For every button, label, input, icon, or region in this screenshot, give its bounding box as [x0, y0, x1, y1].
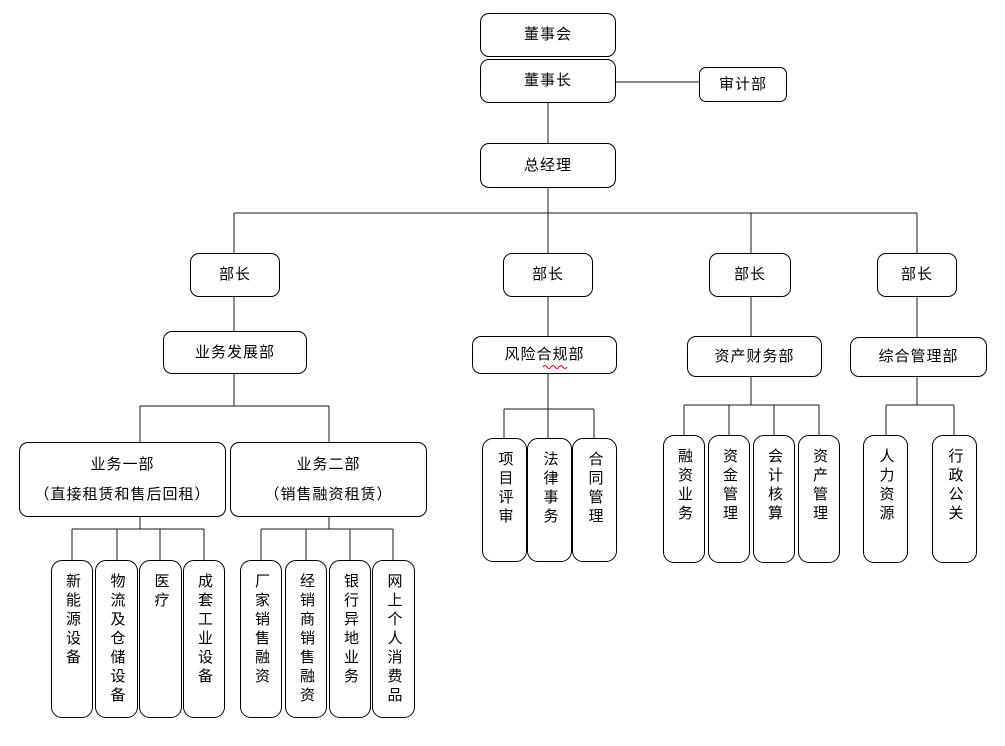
node-board: 董事会: [480, 13, 616, 57]
node-minister-3-label: 部长: [733, 267, 766, 283]
node-admin-public-relations-label: 行政公关: [946, 448, 963, 524]
node-industrial-equipment-sets-label: 成套工业设备: [196, 573, 212, 687]
node-dealer-sales-financing: 经销商销售融资: [285, 560, 327, 718]
node-contract-management-label: 合同管理: [586, 451, 603, 527]
node-minister-4-label: 部长: [900, 267, 933, 283]
node-division-2-subtitle: （销售融资租赁）: [264, 486, 393, 503]
node-legal-affairs: 法律事务: [527, 438, 572, 562]
node-new-energy-equipment: 新能源设备: [51, 560, 93, 718]
node-minister-2-label: 部长: [531, 267, 564, 283]
node-dept-asset-finance: 资产财务部: [687, 336, 822, 377]
node-online-consumer-goods-label: 网上个人消费品: [385, 573, 402, 706]
node-dept-business-development: 业务发展部: [163, 331, 307, 374]
node-admin-public-relations: 行政公关: [932, 435, 977, 563]
node-human-resources: 人力资源: [863, 435, 908, 563]
node-chairman: 董事长: [480, 59, 616, 103]
node-audit-department-label: 审计部: [718, 76, 767, 93]
node-audit-department: 审计部: [699, 67, 787, 102]
node-online-consumer-goods: 网上个人消费品: [372, 560, 415, 718]
node-asset-management: 资产管理: [798, 435, 840, 563]
node-minister-3: 部长: [709, 253, 791, 297]
node-minister-2: 部长: [503, 253, 593, 297]
node-financing-business-label: 融资业务: [676, 448, 692, 524]
node-general-manager: 总经理: [480, 143, 616, 188]
node-project-review-label: 项目评审: [496, 451, 513, 527]
node-dept-risk-compliance: 风险合规部: [472, 336, 617, 374]
node-legal-affairs-label: 法律事务: [541, 451, 558, 527]
node-fund-management-label: 资金管理: [721, 448, 737, 524]
node-division-2-name: 业务二部: [296, 456, 361, 473]
node-bank-remote-business-label: 银行异地业务: [342, 573, 358, 687]
spellcheck-underline: [542, 364, 568, 369]
node-new-energy-equipment-label: 新能源设备: [64, 573, 80, 668]
node-bank-remote-business: 银行异地业务: [329, 560, 371, 718]
node-chairman-label: 董事长: [523, 73, 572, 89]
node-project-review: 项目评审: [482, 438, 527, 562]
node-logistics-warehouse-equipment-label: 物流及仓储设备: [108, 573, 125, 706]
node-asset-management-label: 资产管理: [811, 448, 827, 524]
node-dept-risk-compliance-label: 风险合规部: [504, 347, 585, 363]
node-general-manager-label: 总经理: [523, 157, 572, 174]
node-minister-4: 部长: [877, 253, 957, 297]
node-fund-management: 资金管理: [708, 435, 750, 563]
node-logistics-warehouse-equipment: 物流及仓储设备: [95, 560, 138, 718]
node-medical-label: 医疗: [152, 573, 169, 611]
node-division-1-name: 业务一部: [90, 456, 155, 473]
node-human-resources-label: 人力资源: [877, 448, 894, 524]
node-accounting-label: 会计核算: [766, 448, 782, 524]
node-industrial-equipment-sets: 成套工业设备: [183, 560, 225, 718]
node-minister-1-label: 部长: [218, 267, 251, 283]
node-minister-1: 部长: [190, 253, 280, 297]
node-financing-business: 融资业务: [663, 435, 705, 563]
node-dept-general-management: 综合管理部: [850, 337, 987, 377]
node-manufacturer-sales-financing-label: 厂家销售融资: [253, 573, 269, 687]
node-dealer-sales-financing-label: 经销商销售融资: [298, 573, 314, 706]
node-medical: 医疗: [139, 560, 182, 718]
node-dept-asset-finance-label: 资产财务部: [714, 348, 795, 365]
node-contract-management: 合同管理: [572, 438, 617, 562]
node-division-1-subtitle: （直接租赁和售后回租）: [34, 486, 211, 503]
node-division-2: 业务二部 （销售融资租赁）: [230, 442, 427, 517]
node-board-label: 董事会: [523, 27, 572, 43]
node-division-1: 业务一部 （直接租赁和售后回租）: [19, 442, 226, 517]
node-accounting: 会计核算: [753, 435, 795, 563]
node-dept-general-management-label: 综合管理部: [878, 349, 959, 365]
node-dept-business-development-label: 业务发展部: [194, 344, 275, 361]
node-manufacturer-sales-financing: 厂家销售融资: [240, 560, 282, 718]
